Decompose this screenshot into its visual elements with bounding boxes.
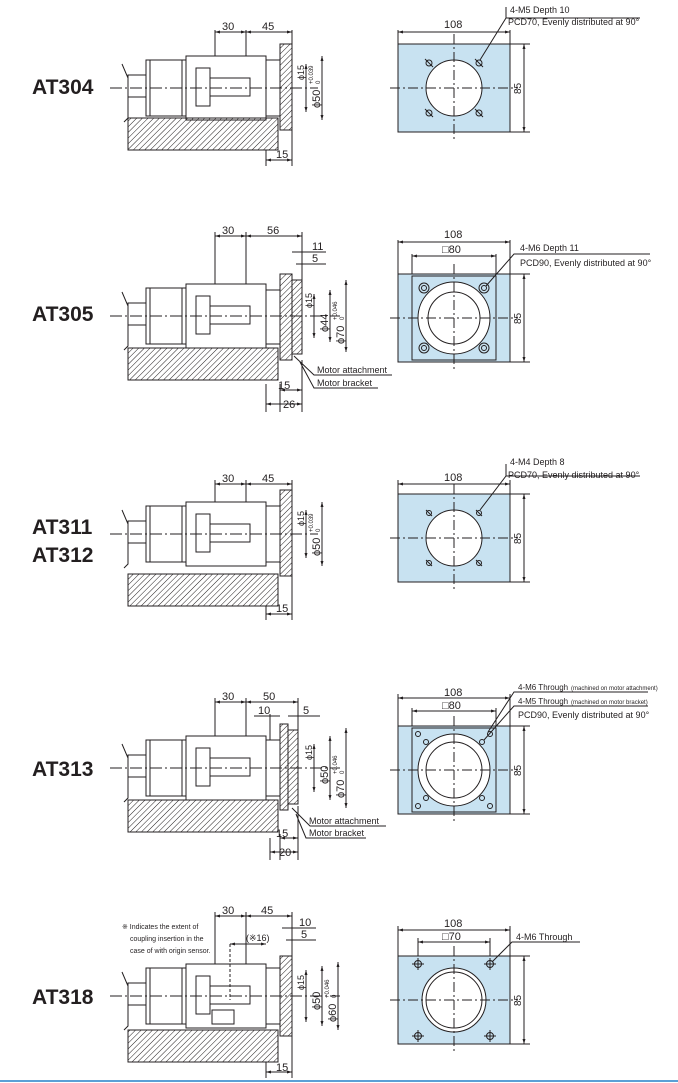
at313-hole-note-2b: (machined on motor bracket) bbox=[571, 700, 648, 706]
at304-side-view bbox=[110, 30, 324, 166]
at305-width: 108 bbox=[444, 229, 462, 241]
at313-pcd-note: PCD90, Evenly distributed at 90° bbox=[518, 710, 650, 720]
at311-face-view bbox=[390, 464, 640, 592]
at318-square: □70 bbox=[442, 931, 461, 943]
at313-width: 108 bbox=[444, 687, 462, 699]
at311-phi-shaft: ϕ15 bbox=[296, 511, 306, 526]
at311-tol-upper: +0.039 bbox=[309, 513, 315, 532]
at311-side-view bbox=[110, 480, 324, 620]
model-label-at305: AT305 bbox=[32, 303, 94, 326]
at318-note-line-1: ※ Indicates the extent of bbox=[122, 924, 198, 931]
at305-dim-c: 11 bbox=[312, 241, 323, 253]
at311-width: 108 bbox=[444, 472, 462, 484]
at318-phi-mid: ϕ50 bbox=[311, 992, 323, 1010]
at313-callout-bracket: Motor bracket bbox=[309, 828, 365, 838]
at313-phi-mid: ϕ50 bbox=[319, 766, 331, 784]
at313-phi-spigot: ϕ70 bbox=[335, 780, 347, 798]
at318-hole-note: 4-M6 Through bbox=[516, 932, 572, 942]
at304-height: 85 bbox=[513, 82, 524, 94]
at305-dim-e: 15 bbox=[278, 380, 290, 392]
at305-hole-note: 4-M6 Depth 11 bbox=[520, 243, 579, 253]
at311-dim-c: 15 bbox=[276, 603, 288, 615]
at318-tol-upper: +0.046 bbox=[325, 979, 331, 998]
at305-dim-d: 5 bbox=[312, 253, 318, 265]
at318-note-line-2: coupling insertion in the bbox=[130, 936, 204, 943]
at304-phi-shaft: ϕ15 bbox=[296, 65, 306, 80]
at311-dim-a: 30 bbox=[222, 473, 234, 485]
at305-callout-bracket: Motor bracket bbox=[317, 378, 373, 388]
at313-hole-note-2: 4-M5 Through bbox=[518, 697, 568, 706]
at318-note-line-3: case of with origin sensor. bbox=[130, 948, 211, 955]
at311-dim-b: 45 bbox=[262, 473, 274, 485]
at304-dim-a: 30 bbox=[222, 21, 234, 33]
at304-phi-spigot: ϕ50 bbox=[311, 90, 323, 108]
at304-dim-c: 15 bbox=[276, 149, 288, 161]
at318-side-view bbox=[110, 912, 340, 1078]
at313-dim-f: 20 bbox=[279, 847, 291, 859]
at304-face-view bbox=[390, 7, 640, 142]
at313-dim-c: 10 bbox=[258, 705, 270, 717]
at304-hole-note: 4-M5 Depth 10 bbox=[510, 5, 570, 15]
at318-dim-e: 15 bbox=[276, 1062, 288, 1074]
at318-dim-d: 5 bbox=[301, 929, 307, 941]
at313-tol-lower: 0 bbox=[340, 770, 346, 774]
at313-height: 85 bbox=[513, 764, 524, 776]
at304-width: 108 bbox=[444, 19, 462, 31]
at304-tol-upper: +0.039 bbox=[309, 65, 315, 84]
at313-face-view bbox=[390, 691, 648, 824]
at313-phi-shaft: ϕ15 bbox=[304, 745, 314, 760]
at313-callout-attachment: Motor attachment bbox=[309, 816, 380, 826]
at304-tol-lower: 0 bbox=[316, 80, 322, 84]
at318-width: 108 bbox=[444, 918, 462, 930]
at311-pcd-note: PCD70, Evenly distributed at 90° bbox=[508, 470, 640, 480]
at305-dim-f: 26 bbox=[283, 399, 295, 411]
at304-dim-b: 45 bbox=[262, 21, 274, 33]
at305-phi-shaft: ϕ15 bbox=[304, 293, 314, 308]
at313-side-view bbox=[110, 698, 386, 860]
at313-dim-b: 50 bbox=[263, 691, 275, 703]
model-label-at312: AT312 bbox=[32, 544, 94, 567]
at305-dim-a: 30 bbox=[222, 225, 234, 237]
at313-dim-a: 30 bbox=[222, 691, 234, 703]
at305-pcd-note: PCD90, Evenly distributed at 90° bbox=[520, 258, 652, 268]
at305-phi-mid: ϕ44 bbox=[319, 314, 331, 332]
at313-dim-d: 5 bbox=[303, 705, 309, 717]
at318-dim-ref: (※16) bbox=[246, 933, 270, 943]
model-label-at318: AT318 bbox=[32, 986, 94, 1009]
at318-dim-a: 30 bbox=[222, 905, 234, 917]
at318-face-view bbox=[390, 926, 580, 1054]
at313-hole-note-1b: (machined on motor attachment) bbox=[571, 686, 658, 692]
at313-tol-upper: +0.046 bbox=[333, 755, 339, 774]
at304-pcd-note: PCD70, Evenly distributed at 90° bbox=[508, 17, 640, 27]
at305-dim-b: 56 bbox=[267, 225, 279, 237]
at311-hole-note: 4-M4 Depth 8 bbox=[510, 457, 565, 467]
at305-callout-attachment: Motor attachment bbox=[317, 365, 388, 375]
at305-phi-spigot: ϕ70 bbox=[335, 326, 347, 344]
model-label-at313: AT313 bbox=[32, 758, 94, 781]
at305-height: 85 bbox=[513, 312, 524, 324]
at311-phi-spigot: ϕ50 bbox=[311, 538, 323, 556]
at318-height: 85 bbox=[513, 994, 524, 1006]
at313-square: □80 bbox=[442, 700, 461, 712]
at318-tol-lower: 0 bbox=[332, 994, 338, 998]
at311-height: 85 bbox=[513, 532, 524, 544]
at318-dim-c: 10 bbox=[299, 917, 311, 929]
model-label-at304: AT304 bbox=[32, 76, 94, 99]
at313-hole-note-1: 4-M6 Through bbox=[518, 683, 568, 692]
at313-dim-e: 15 bbox=[276, 828, 288, 840]
at305-side-view bbox=[110, 232, 392, 412]
at305-face-view bbox=[390, 240, 650, 372]
at305-square: □80 bbox=[442, 244, 461, 256]
at318-dim-b: 45 bbox=[261, 905, 273, 917]
at305-tol-lower: 0 bbox=[340, 316, 346, 320]
at318-phi-spigot: ϕ60 bbox=[327, 1004, 339, 1022]
model-label-at311: AT311 bbox=[32, 516, 93, 539]
at318-phi-shaft: ϕ15 bbox=[296, 975, 306, 990]
at311-tol-lower: 0 bbox=[316, 528, 322, 532]
at305-tol-upper: +0.046 bbox=[333, 301, 339, 320]
